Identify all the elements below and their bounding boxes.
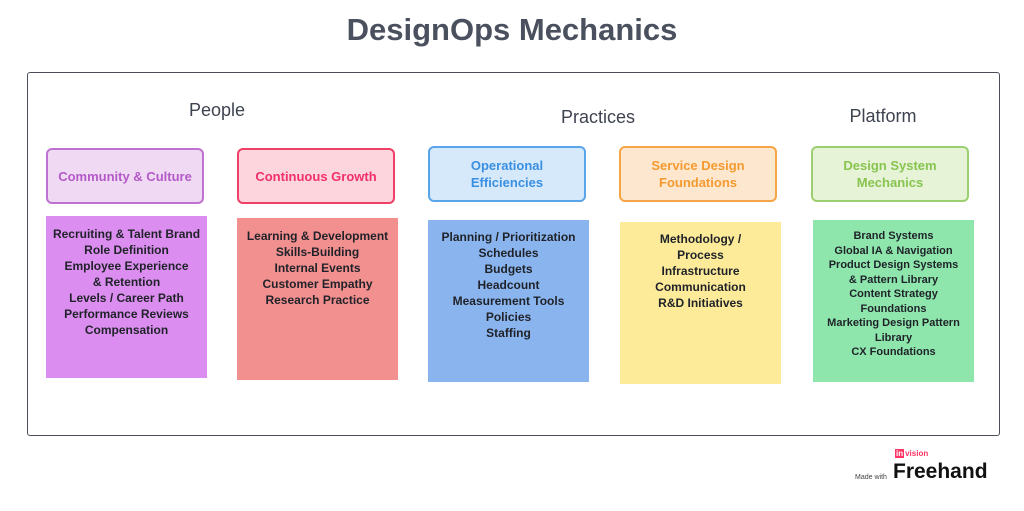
list-item: Content Strategy: [849, 288, 938, 300]
list-item: Measurement Tools: [452, 294, 565, 308]
list-item: Employee Experience: [64, 259, 189, 273]
list-item: Learning & Development: [246, 229, 389, 243]
list-item: Skills-Building: [275, 245, 360, 259]
list-item: Compensation: [84, 323, 169, 337]
freehand-logo: Freehand: [893, 460, 988, 483]
list-item: R&D Initiatives: [658, 296, 743, 310]
heading-people: People: [188, 100, 246, 120]
page-title: DesignOps Mechanics: [346, 12, 678, 47]
list-item: Global IA & Navigation: [834, 244, 953, 257]
list-item: Internal Events: [274, 261, 361, 275]
list-item: & Pattern Library: [848, 273, 939, 286]
list-item: Performance Reviews: [64, 307, 189, 321]
list-item: Budgets: [484, 262, 533, 276]
list-item: Infrastructure: [661, 264, 740, 278]
list-item: Policies: [485, 310, 532, 324]
list-item: Levels / Career Path: [69, 291, 184, 305]
header-community-culture: Community & Culture: [46, 148, 204, 204]
header-service-design: Service Design Foundations: [619, 146, 777, 202]
header-design-system: Design System Mechanics: [811, 146, 969, 202]
header-continuous-growth: Continuous Growth: [237, 148, 395, 204]
heading-practices: Practices: [560, 107, 636, 127]
list-item: Process: [677, 248, 724, 262]
list-item: Customer Empathy: [262, 277, 373, 291]
list-item: Role Definition: [84, 243, 169, 257]
diagram-frame: [27, 72, 1000, 436]
list-item: Library: [874, 331, 913, 344]
heading-platform: Platform: [849, 106, 917, 126]
list-item: Brand Systems: [853, 230, 934, 242]
list-item: Schedules: [478, 246, 539, 260]
list-item: Research Practice: [265, 293, 370, 307]
list-item: Headcount: [477, 278, 540, 292]
list-item: Marketing Design Pattern: [827, 317, 960, 329]
list-item: Product Design Systems: [828, 259, 959, 271]
list-item: Foundations: [860, 302, 927, 315]
list-item: Communication: [655, 280, 746, 294]
list-item: Methodology /: [659, 232, 742, 246]
list-item: Planning / Prioritization: [441, 230, 576, 244]
list-item: CX Foundations: [851, 346, 936, 358]
list-item: Recruiting & Talent Brand: [52, 227, 201, 241]
header-operational-efficiencies: Operational Efficiencies: [428, 146, 586, 202]
made-with-label: Made with: [855, 474, 887, 481]
list-item: & Retention: [92, 275, 161, 289]
list-item: Staffing: [486, 326, 531, 340]
